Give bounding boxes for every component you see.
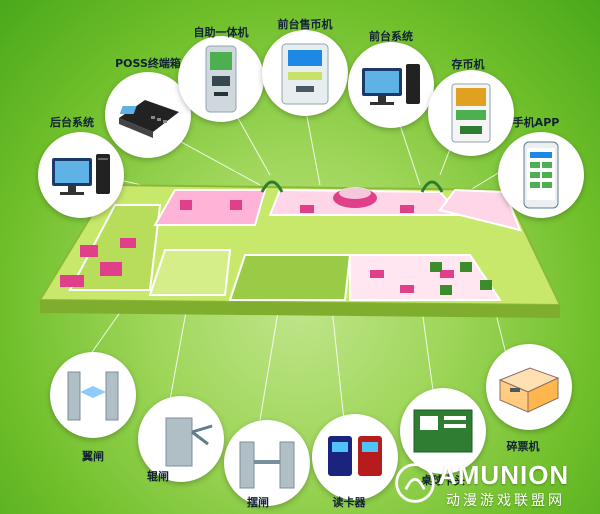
brand-logo-icon [395, 463, 435, 503]
card-reader-icon [328, 436, 382, 476]
mobile-app-label: 手机APP [512, 116, 560, 129]
card-reader-label: 读卡器 [332, 496, 366, 509]
tripod-turnstile-icon [165, 417, 213, 467]
token-machine-icon [281, 43, 329, 105]
pos-terminal-label: POSS终端箱 [115, 57, 181, 70]
back-office-label: 后台系统 [50, 116, 94, 129]
venue-floorplan [38, 180, 562, 318]
wing-gate-label: 翼闸 [82, 450, 104, 463]
smartphone-icon [523, 141, 559, 209]
ticket-shredder-label: 碎票机 [506, 440, 540, 453]
brand-name: AMUNION [438, 460, 570, 490]
coin-machine-icon [451, 83, 491, 143]
pos-terminal-node [105, 72, 191, 158]
desktop-computer-icon [52, 154, 110, 195]
kiosk-icon [205, 45, 237, 113]
pos-terminal-icon [119, 100, 179, 138]
ticket-shredder-icon [498, 367, 560, 413]
coin-storage-label: 存币机 [451, 58, 485, 71]
self-service-label: 自助一体机 [193, 26, 249, 39]
ticket-shredder-node [486, 344, 572, 430]
token-vending-label: 前台售币机 [277, 18, 333, 31]
back-office-node [38, 132, 124, 218]
wing-gate-icon [67, 371, 119, 421]
coin-storage-node [428, 70, 514, 156]
tripod-gate-node [138, 396, 224, 482]
brand-subtitle: 动漫游戏联盟网 [446, 493, 565, 509]
table-card-node [400, 388, 486, 474]
swing-gate-node [224, 420, 310, 506]
brand-watermark: AMUNION 动漫游戏联盟网 [390, 456, 600, 514]
self-service-node [178, 36, 264, 122]
wing-gate-node [50, 352, 136, 438]
swing-gate-label: 摆闸 [247, 496, 269, 509]
swing-gate-icon [239, 441, 295, 489]
token-vending-node [262, 30, 348, 116]
front-desk-label: 前台系统 [369, 30, 413, 43]
wall-panel-icon [413, 409, 473, 453]
desktop-computer-icon [362, 64, 420, 105]
front-desk-node [348, 42, 434, 128]
card-reader-node [312, 414, 398, 500]
mobile-app-node [498, 132, 584, 218]
tripod-gate-label: 辊闸 [147, 470, 169, 483]
